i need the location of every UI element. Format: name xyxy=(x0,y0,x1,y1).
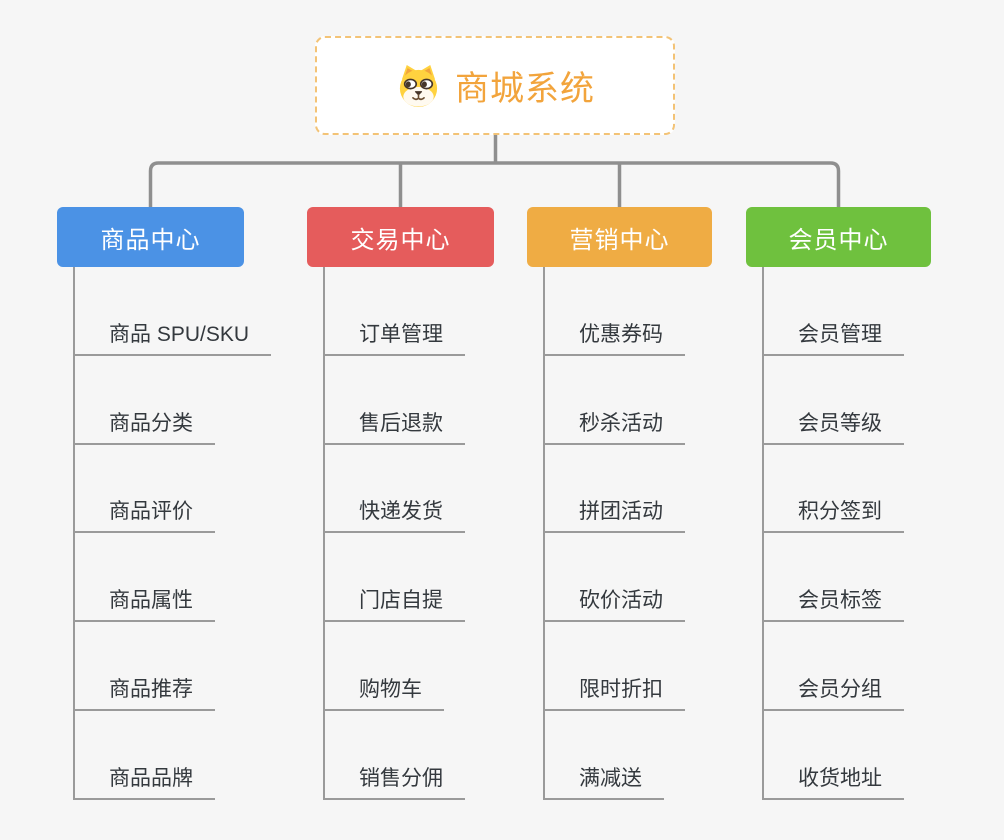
leaf-label: 会员标签 xyxy=(764,584,904,623)
leaf-node[interactable]: 商品品牌 xyxy=(75,711,271,800)
root-title: 商城系统 xyxy=(455,70,595,108)
leaf-node[interactable]: 会员标签 xyxy=(764,533,904,623)
leaf-node[interactable]: 收货地址 xyxy=(764,711,904,800)
leaf-node[interactable]: 购物车 xyxy=(325,622,465,712)
leaf-node[interactable]: 拼团活动 xyxy=(545,445,685,534)
leaf-node[interactable]: 积分签到 xyxy=(764,445,904,534)
branch-children-trade-center: 订单管理 售后退款 快递发货 门店自提 购物车 销售分佣 xyxy=(323,267,465,800)
leaf-label: 砍价活动 xyxy=(545,584,685,623)
dog-face-icon xyxy=(399,64,438,108)
leaf-label: 商品评价 xyxy=(75,495,215,534)
leaf-label: 拼团活动 xyxy=(545,495,685,534)
leaf-label: 商品推荐 xyxy=(75,673,215,712)
leaf-node[interactable]: 秒杀活动 xyxy=(545,356,685,445)
leaf-node[interactable]: 限时折扣 xyxy=(545,622,685,712)
leaf-node[interactable]: 商品评价 xyxy=(75,445,271,534)
leaf-node[interactable]: 砍价活动 xyxy=(545,533,685,623)
branch-children-marketing-center: 优惠券码 秒杀活动 拼团活动 砍价活动 限时折扣 满减送 xyxy=(543,267,685,800)
leaf-node[interactable]: 满减送 xyxy=(545,711,685,800)
leaf-node[interactable]: 销售分佣 xyxy=(325,711,465,800)
leaf-label: 快递发货 xyxy=(325,495,465,534)
leaf-node[interactable]: 商品属性 xyxy=(75,533,271,623)
leaf-node[interactable]: 商品 SPU/SKU xyxy=(75,267,272,356)
leaf-label: 会员等级 xyxy=(764,407,904,445)
leaf-label: 收货地址 xyxy=(764,762,904,800)
leaf-node[interactable]: 会员等级 xyxy=(764,356,904,445)
leaf-label: 会员管理 xyxy=(764,318,904,356)
branch-node-product-center[interactable]: 商品中心 xyxy=(57,207,244,267)
leaf-label: 商品 SPU/SKU xyxy=(75,318,272,356)
branch-children-product-center: 商品 SPU/SKU 商品分类 商品评价 商品属性 商品推荐 商品品牌 xyxy=(73,267,272,800)
leaf-node[interactable]: 优惠券码 xyxy=(545,267,685,356)
leaf-label: 秒杀活动 xyxy=(545,407,685,445)
branch-node-marketing-center[interactable]: 营销中心 xyxy=(527,207,712,267)
leaf-node[interactable]: 快递发货 xyxy=(325,445,465,534)
leaf-label: 销售分佣 xyxy=(325,762,465,800)
leaf-node[interactable]: 会员管理 xyxy=(764,267,904,356)
leaf-label: 积分签到 xyxy=(764,495,904,534)
leaf-label: 优惠券码 xyxy=(545,318,685,356)
branch-node-member-center[interactable]: 会员中心 xyxy=(746,207,931,267)
leaf-label: 购物车 xyxy=(325,673,444,712)
branch-node-trade-center[interactable]: 交易中心 xyxy=(307,207,494,267)
leaf-node[interactable]: 会员分组 xyxy=(764,622,904,712)
branch-rail-line xyxy=(148,161,841,208)
leaf-label: 满减送 xyxy=(545,762,664,800)
leaf-label: 订单管理 xyxy=(325,318,465,356)
leaf-label: 商品品牌 xyxy=(75,762,215,800)
leaf-label: 商品分类 xyxy=(75,407,215,445)
branch-children-member-center: 会员管理 会员等级 积分签到 会员标签 会员分组 收货地址 xyxy=(762,267,904,800)
leaf-label: 限时折扣 xyxy=(545,673,685,712)
leaf-node[interactable]: 订单管理 xyxy=(325,267,465,356)
leaf-label: 售后退款 xyxy=(325,407,465,445)
leaf-node[interactable]: 售后退款 xyxy=(325,356,465,445)
leaf-node[interactable]: 商品分类 xyxy=(75,356,271,445)
root-node[interactable]: 商城系统 xyxy=(315,36,675,135)
leaf-label: 商品属性 xyxy=(75,584,215,623)
leaf-label: 门店自提 xyxy=(325,584,465,623)
leaf-node[interactable]: 商品推荐 xyxy=(75,622,271,712)
leaf-label: 会员分组 xyxy=(764,673,904,712)
leaf-node[interactable]: 门店自提 xyxy=(325,533,465,623)
